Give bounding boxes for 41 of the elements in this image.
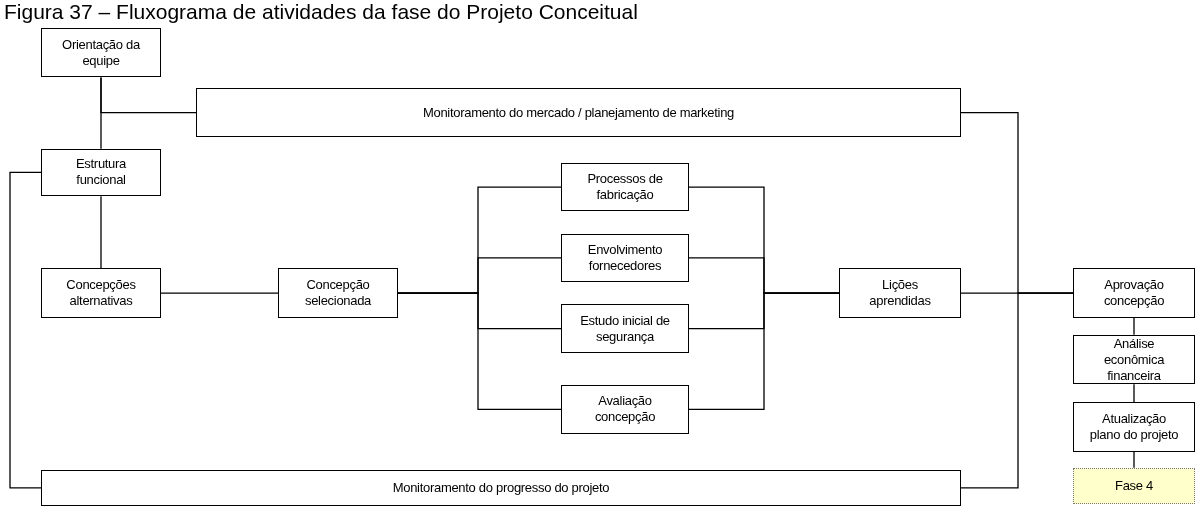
connector-line	[688, 292, 840, 411]
connector-line	[397, 292, 562, 411]
activity-box	[561, 304, 689, 353]
connector-line	[160, 292, 279, 294]
connector-line	[960, 292, 1074, 489]
activity-box	[1073, 334, 1195, 385]
activity-label: Envolvimento fornecedores	[586, 241, 664, 274]
connector-line	[9, 171, 42, 489]
activity-label: Processos de fabricação	[586, 171, 664, 204]
activity-box	[41, 28, 161, 78]
activity-label: Concepção selecionada	[303, 277, 373, 310]
connector-line	[1133, 317, 1135, 336]
figure-title: Figura 37 – Fluxograma de atividades da fase do Projeto Conceitual	[4, 0, 638, 24]
activity-box	[561, 162, 689, 212]
activity-label: Estrutura funcional	[74, 156, 127, 189]
activity-box	[278, 268, 398, 318]
activity-label: Concepções alternativas	[65, 277, 137, 310]
activity-label: Monitoramento do progresso do projeto	[392, 479, 610, 496]
phase-box	[1073, 467, 1195, 504]
activity-box	[41, 469, 961, 506]
activity-label: Lições aprendidas	[868, 277, 932, 310]
activity-label: Atualização plano do projeto	[1088, 411, 1180, 443]
activity-label: Estudo inicial de segurança	[579, 312, 671, 345]
connector-line	[1133, 451, 1135, 469]
connector-line	[100, 76, 197, 114]
activity-label: Monitoramento do mercado / planejamento de marketing	[423, 104, 734, 121]
activity-box	[839, 268, 961, 318]
activity-label: Análise econômica financeira	[1102, 335, 1166, 384]
activity-label: Fase 4	[1115, 477, 1153, 494]
activity-label: Aprovação concepção	[1102, 277, 1166, 310]
activity-box	[1073, 268, 1195, 318]
activity-box	[196, 87, 961, 138]
connector-line	[100, 195, 102, 269]
activity-box	[41, 148, 161, 197]
activity-label: Orientação da equipe	[61, 36, 141, 69]
activity-box	[561, 234, 689, 282]
activity-box	[41, 268, 161, 318]
activity-box	[1073, 402, 1195, 452]
connector-line	[1133, 383, 1135, 403]
activity-box	[561, 385, 689, 434]
activity-label: Avaliação concepção	[593, 393, 657, 426]
